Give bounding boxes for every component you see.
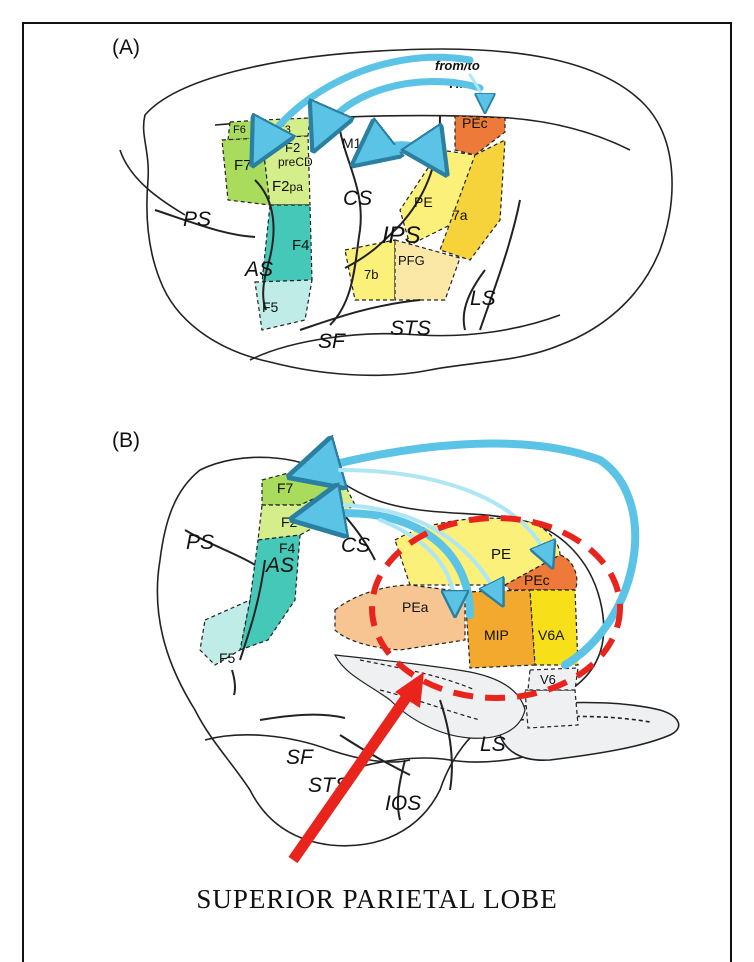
label-7b-a: 7b [364,267,378,282]
label-pec-a: PEc [462,115,488,131]
label-pe-b: PE [491,546,511,563]
label-f7-a: F7 [234,157,252,174]
label-v6a-b: V6A [538,627,565,643]
sulcus-label-sts-a: STS [390,317,431,340]
label-pea-b: PEa [402,599,429,615]
label-f4-a: F4 [292,237,310,254]
sulcus-label-ps-b: PS [186,531,214,554]
label-f5-a: F5 [262,299,279,315]
label-f6-a: F6 [233,124,246,136]
sulcus-label-sf-a: SF [318,330,346,353]
sulcus-label-cs-a: CS [343,187,372,210]
sulcus-label-as-a: AS [243,258,273,281]
sulcus-label-cs-b: CS [341,534,370,557]
label-f2pa-a: F2pa [272,178,303,195]
label-precd-a: preCD [278,155,313,169]
figure-canvas: (A) F6 F3 F2 preCD [0,0,754,941]
label-m1-a: M1 [342,135,362,151]
sulcus-label-ips-a: IPS [382,222,421,249]
label-f5-b: F5 [219,650,236,666]
label-f2-b: F2 [281,514,298,530]
label-f2-a: F2 [285,140,300,155]
panel-b-label: (B) [112,429,140,452]
label-mip-b: MIP [484,627,509,643]
label-f7-b: F7 [277,480,294,496]
figure-caption: SUPERIOR PARIETAL LOBE [0,884,754,915]
sulcus-label-ls-a: LS [470,287,496,310]
label-pe-a: PE [414,194,433,210]
sulcus-label-as-b: AS [264,554,294,577]
sulcus-label-ios-b: IOS [385,792,421,815]
sulcus-label-ls-b: LS [480,733,506,756]
sulcus-label-sf-b: SF [286,746,314,769]
sulcus-label-ps-a: PS [183,208,211,231]
label-pec-b: PEc [524,572,550,588]
label-pfg-a: PFG [398,253,425,268]
label-7a-a: 7a [452,207,468,223]
panel-a-label: (A) [112,36,140,59]
